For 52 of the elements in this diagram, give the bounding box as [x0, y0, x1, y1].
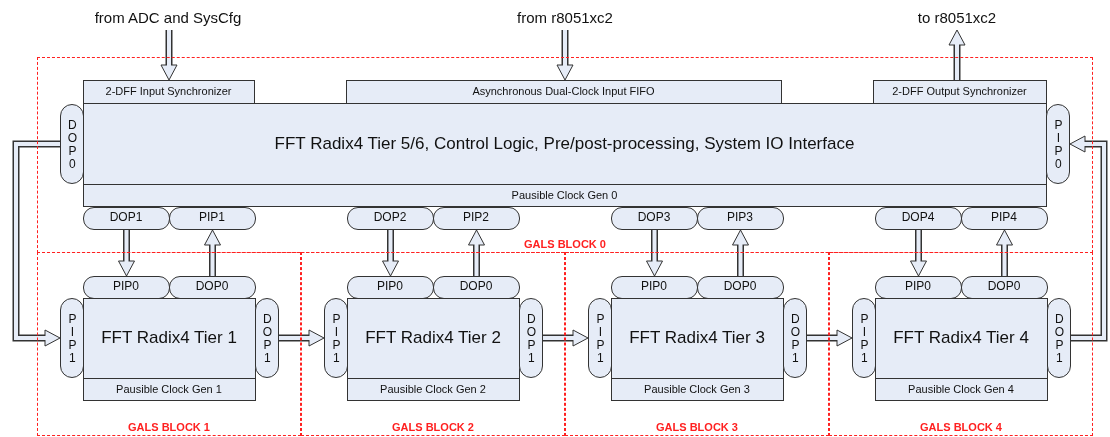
port-pill: PIP1 [851, 297, 876, 378]
dashed-region [37, 252, 301, 436]
dashed-region [37, 57, 1093, 253]
port-pill: PIP1 [59, 297, 84, 378]
dashed-region [301, 252, 565, 436]
dashed-region [565, 252, 829, 436]
process-box: Pausible Clock Gen 3 [610, 377, 784, 401]
region-label: GALS BLOCK 4 [919, 421, 1003, 434]
region-label: GALS BLOCK 3 [655, 421, 739, 434]
port-pill: DOP0 [168, 275, 256, 299]
process-box: Pausible Clock Gen 0 [82, 183, 1047, 207]
process-box: Pausible Clock Gen 2 [346, 377, 520, 401]
process-box: FFT Radix4 Tier 3 [610, 297, 784, 379]
port-pill: PIP2 [432, 206, 520, 230]
process-box: Pausible Clock Gen 1 [82, 377, 256, 401]
process-box: Pausible Clock Gen 4 [874, 377, 1048, 401]
signal-label: from ADC and SysCfg [80, 6, 256, 30]
port-pill: PIP0 [1045, 103, 1070, 184]
region-label: GALS BLOCK 0 [523, 238, 607, 251]
port-pill: PIP1 [168, 206, 256, 230]
port-pill: DOP0 [696, 275, 784, 299]
port-pill: DOP1 [1046, 297, 1071, 378]
process-box: FFT Radix4 Tier 5/6, Control Logic, Pre/post-processing, System IO Interface [82, 102, 1047, 185]
port-pill: PIP0 [82, 275, 170, 299]
port-pill: DOP0 [432, 275, 520, 299]
process-box: FFT Radix4 Tier 2 [346, 297, 520, 379]
process-box: 2-DFF Output Synchronizer [872, 79, 1047, 104]
port-pill: PIP0 [346, 275, 434, 299]
port-pill: PIP1 [323, 297, 348, 378]
signal-label: to r8051xc2 [890, 6, 1024, 30]
region-label: GALS BLOCK 1 [127, 421, 211, 434]
port-pill: DOP1 [782, 297, 807, 378]
port-pill: DOP3 [610, 206, 698, 230]
port-pill: DOP4 [874, 206, 962, 230]
port-pill: DOP0 [960, 275, 1048, 299]
port-pill: DOP1 [254, 297, 279, 378]
process-box: 2-DFF Input Synchronizer [82, 79, 255, 104]
process-box: FFT Radix4 Tier 4 [874, 297, 1048, 379]
port-pill: PIP3 [696, 206, 784, 230]
port-pill: DOP2 [346, 206, 434, 230]
port-pill: DOP1 [518, 297, 543, 378]
process-box: Asynchronous Dual-Clock Input FIFO [345, 79, 782, 104]
port-pill: PIP0 [610, 275, 698, 299]
region-label: GALS BLOCK 2 [391, 421, 475, 434]
port-pill: DOP0 [59, 103, 84, 184]
dashed-region [829, 252, 1093, 436]
port-pill: PIP1 [587, 297, 612, 378]
port-pill: PIP0 [874, 275, 962, 299]
signal-label: from r8051xc2 [490, 6, 640, 30]
port-pill: PIP4 [960, 206, 1048, 230]
process-box: FFT Radix4 Tier 1 [82, 297, 256, 379]
port-pill: DOP1 [82, 206, 170, 230]
